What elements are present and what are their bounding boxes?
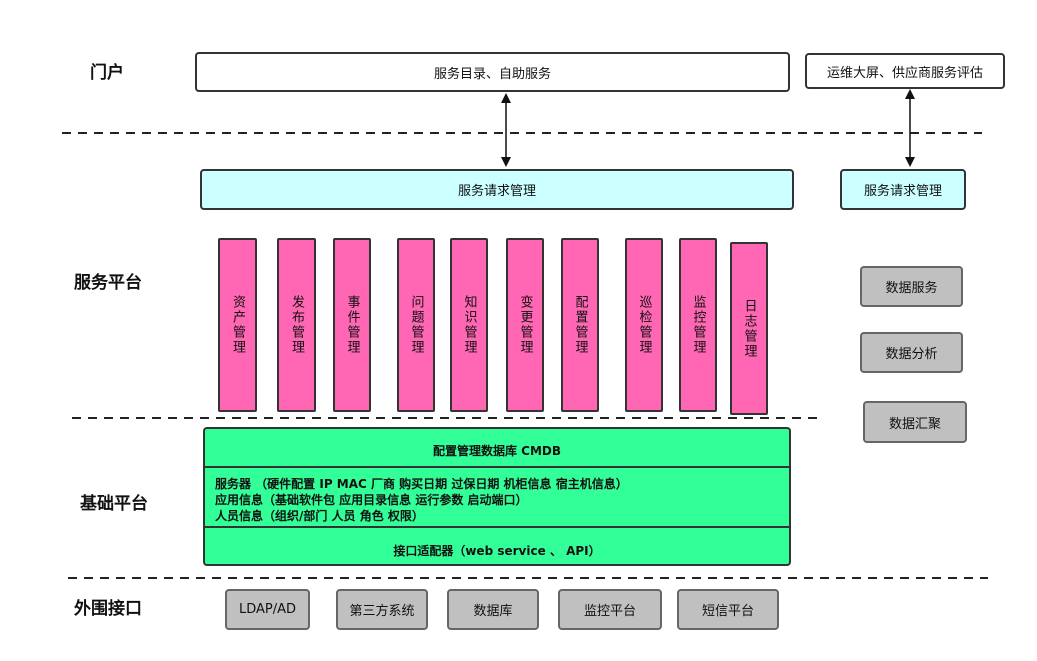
data-service-box: 数据服务 xyxy=(860,266,963,307)
layer-label-base-platform: 基础平台 xyxy=(80,494,148,514)
external-sms-box: 短信平台 xyxy=(677,589,779,630)
module-inspection: 巡检管理 xyxy=(625,238,663,412)
module-log: 日志管理 xyxy=(730,242,768,415)
cmdb-divider-top xyxy=(205,466,789,468)
cmdb-title: 配置管理数据库 CMDB xyxy=(432,444,562,458)
module-release: 发布管理 xyxy=(277,238,316,412)
module-monitoring: 监控管理 xyxy=(679,238,717,412)
service-request-box-right: 服务请求管理 xyxy=(840,169,966,210)
layer-label-portal: 门户 xyxy=(90,63,124,83)
module-problem: 问题管理 xyxy=(397,238,435,412)
external-third-party-box: 第三方系统 xyxy=(336,589,428,630)
data-analysis-box: 数据分析 xyxy=(860,332,963,373)
external-database-box: 数据库 xyxy=(447,589,539,630)
layer-label-external: 外围接口 xyxy=(74,599,142,619)
module-knowledge: 知识管理 xyxy=(450,238,488,412)
portal-dashboard-box: 运维大屏、供应商服务评估 xyxy=(805,53,1005,89)
external-monitoring-box: 监控平台 xyxy=(558,589,662,630)
cmdb-divider-bottom xyxy=(205,526,789,528)
service-request-box: 服务请求管理 xyxy=(200,169,794,210)
data-aggregation-box: 数据汇聚 xyxy=(863,401,967,443)
external-ldap-box: LDAP/AD xyxy=(225,589,310,630)
module-incident: 事件管理 xyxy=(333,238,371,412)
cmdb-server-info: 服务器 （硬件配置 IP MAC 厂商 购买日期 过保日期 机柜信息 宿主机信息… xyxy=(215,477,628,491)
module-asset: 资产管理 xyxy=(218,238,257,412)
cmdb-people-info: 人员信息（组织/部门 人员 角色 权限） xyxy=(215,509,424,523)
layer-label-service-platform: 服务平台 xyxy=(74,273,142,293)
module-change: 变更管理 xyxy=(506,238,544,412)
portal-service-catalog-box: 服务目录、自助服务 xyxy=(195,52,790,92)
module-configuration: 配置管理 xyxy=(561,238,599,412)
cmdb-app-info: 应用信息（基础软件包 应用目录信息 运行参数 启动端口） xyxy=(215,493,528,507)
cmdb-adapter: 接口适配器（web service 、 API） xyxy=(393,544,601,558)
cmdb-box: 配置管理数据库 CMDB 服务器 （硬件配置 IP MAC 厂商 购买日期 过保… xyxy=(203,427,791,566)
